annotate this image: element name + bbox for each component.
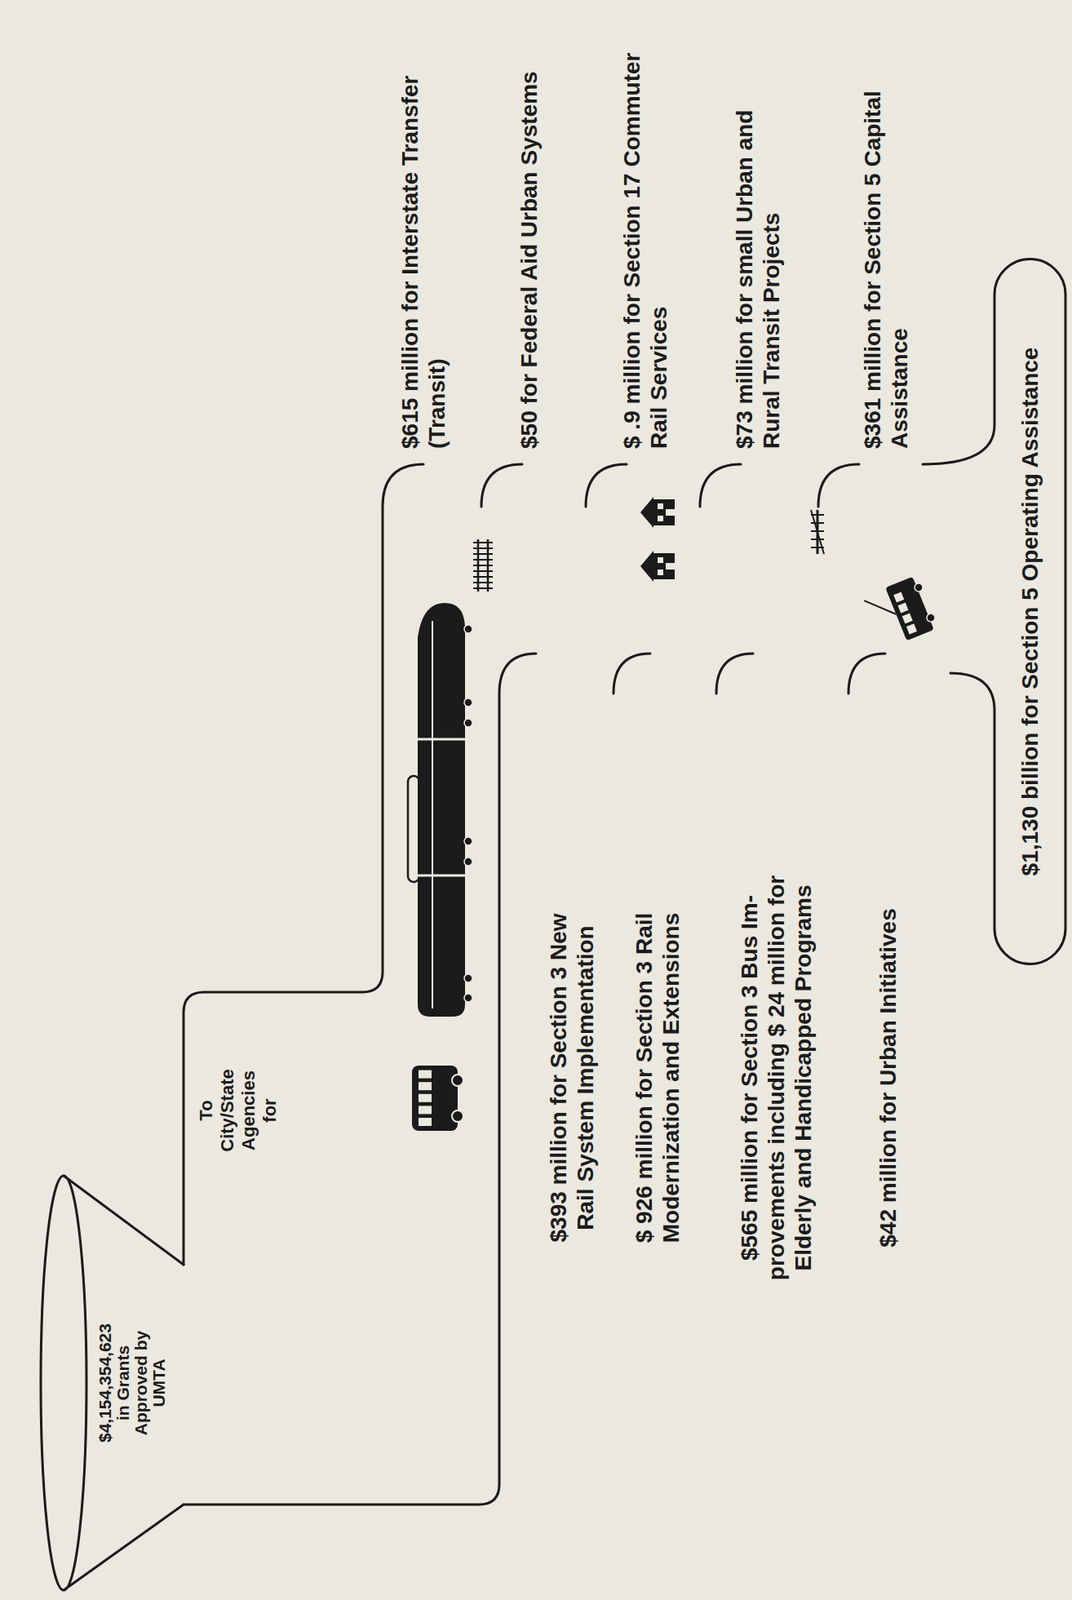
funnel-shape-outline-path <box>40 1175 184 1591</box>
pipe-shape-outline <box>183 464 500 1505</box>
amount-label: $361 million for Section 5 Capital Assis… <box>859 24 913 449</box>
bus-icon <box>411 1065 464 1131</box>
label-slot: $565 million for Section 3 Bus Im- prove… <box>735 865 817 1290</box>
label-slot: $ .9 million for Section 17 Commuter Rai… <box>618 24 673 449</box>
node-text: To City/State Agencies for <box>195 1061 281 1160</box>
node-text: $4,154,354,623 in Grants Approved by UMT… <box>96 1317 169 1449</box>
amount-label: $615 million for Interstate Transfer (Tr… <box>396 24 451 449</box>
label-slot: $361 million for Section 5 Capital Assis… <box>859 24 913 449</box>
operating-assistance-band: $1,130 billion for Section 5 Operating A… <box>994 259 1066 964</box>
station-icon <box>640 496 675 528</box>
amount-label: $50 for Federal Aid Urban Systems <box>515 24 543 449</box>
label-slot: $393 million for Section 3 New Rail Syst… <box>544 902 599 1254</box>
label-slot: $42 million for Urban Initiatives <box>874 865 902 1290</box>
ramp-icon <box>810 509 824 554</box>
track-icon <box>473 539 493 592</box>
node-text: $1,130 billion for Section 5 Operating A… <box>1017 347 1044 877</box>
outlet-curve <box>613 653 651 694</box>
pipe-shape-outline-path <box>183 464 536 1505</box>
outlet-curve <box>716 653 754 694</box>
outlet-curve <box>585 464 627 507</box>
funnel-shape: $4,154,354,623 in Grants Approved by UMT… <box>40 1175 184 1591</box>
trolley-icon <box>862 574 940 650</box>
amount-label: $ .9 million for Section 17 Commuter Rai… <box>618 24 673 449</box>
label-slot: $ 926 million for Section 3 Rail Moderni… <box>630 902 685 1254</box>
train-icon <box>407 602 473 1017</box>
outlet-curve <box>481 464 523 507</box>
amount-label: $565 million for Section 3 Bus Im- prove… <box>735 865 817 1290</box>
amount-label: $393 million for Section 3 New Rail Syst… <box>544 902 599 1254</box>
outlet-curve <box>818 464 860 507</box>
amount-label: $42 million for Urban Initiatives <box>874 865 902 1290</box>
label-slot: $50 for Federal Aid Urban Systems <box>515 24 543 449</box>
amount-label: $ 926 million for Section 3 Rail Moderni… <box>630 902 685 1254</box>
label-slot: $73 million for small Urban and Rural Tr… <box>730 65 785 449</box>
label-slot: $615 million for Interstate Transfer (Tr… <box>396 24 451 449</box>
operating-assistance-band-outline-path <box>922 259 1066 965</box>
amount-label: $73 million for small Urban and Rural Tr… <box>730 65 785 449</box>
outlet-curve <box>848 653 886 694</box>
outlet-curve <box>699 464 741 507</box>
station-icon <box>640 550 675 582</box>
pipe-shape: To City/State Agencies for <box>183 464 500 1505</box>
